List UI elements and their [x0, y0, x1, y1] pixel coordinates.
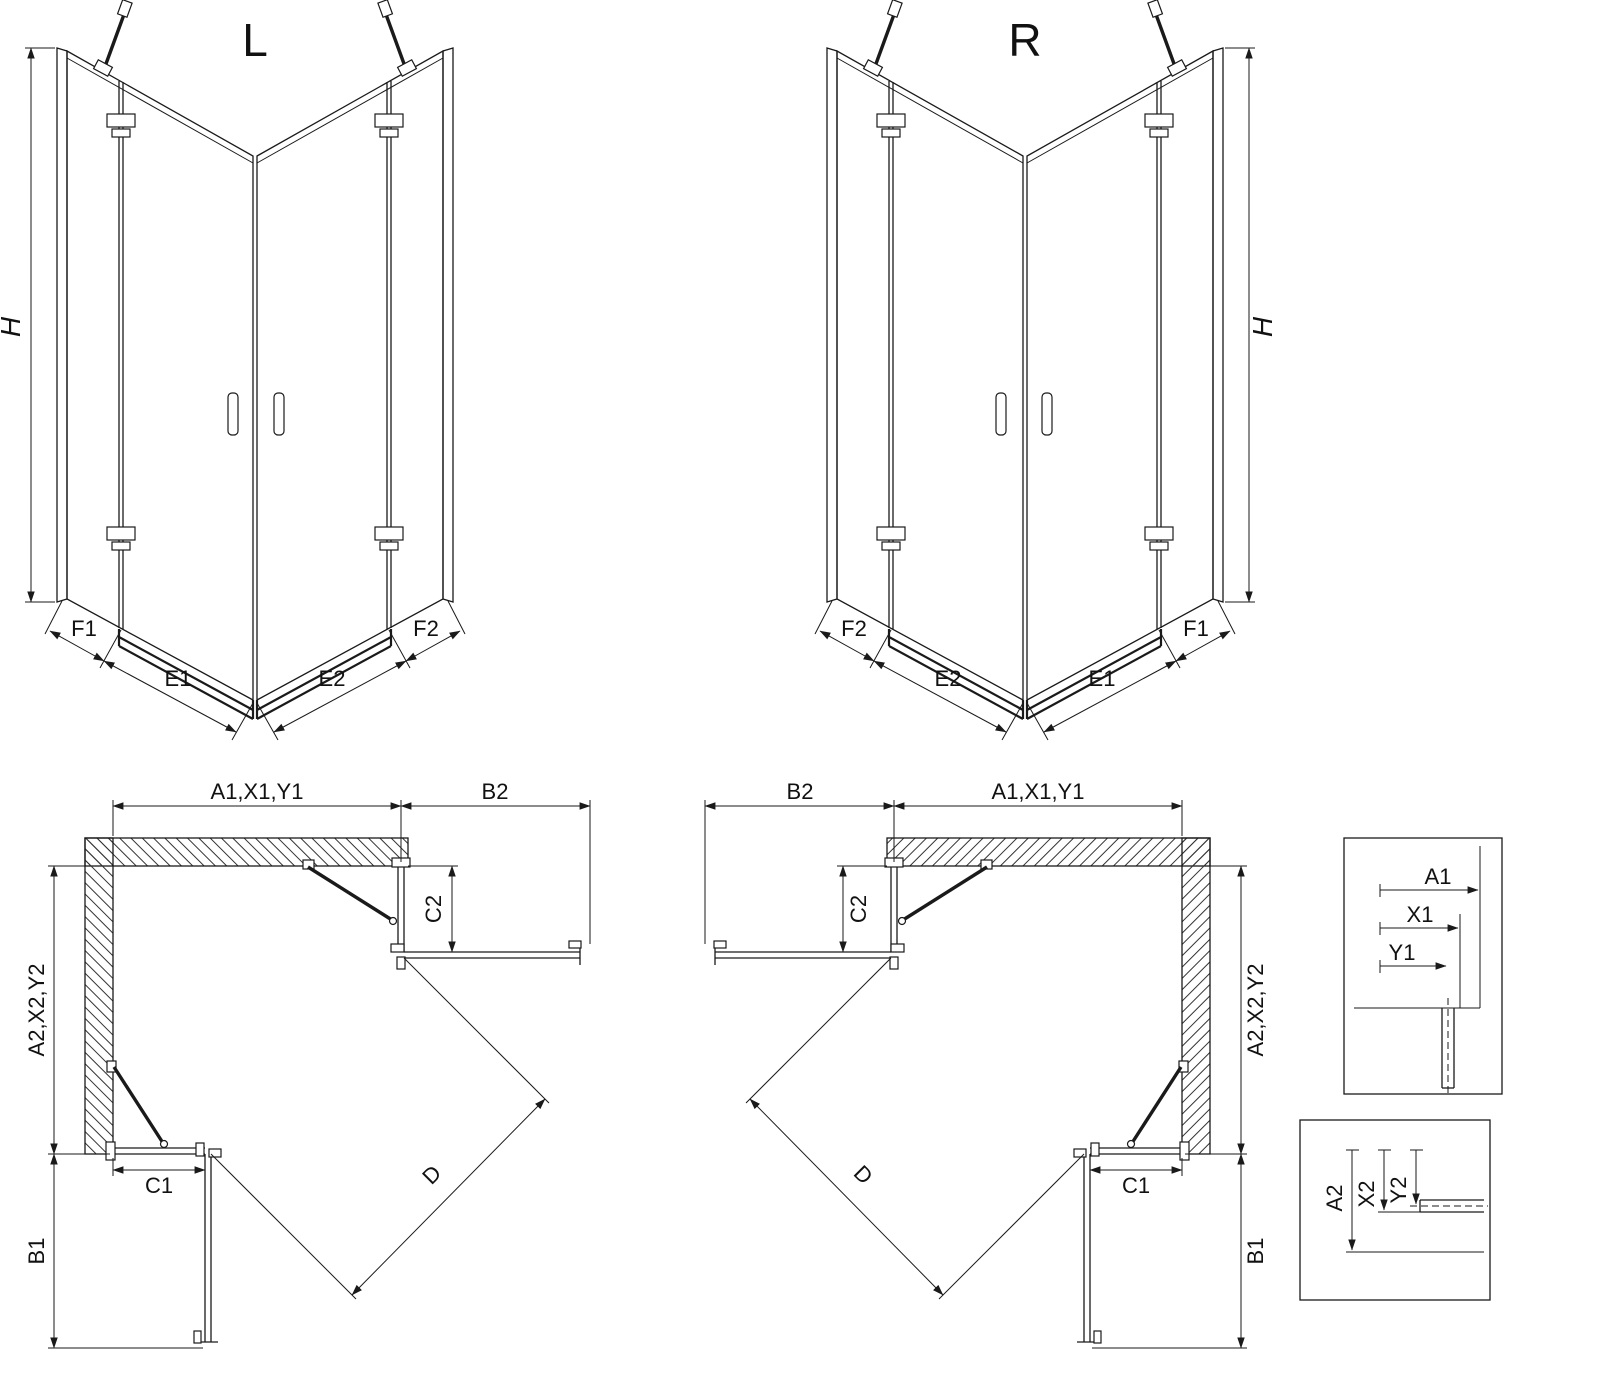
door-left-dim-label: E2	[935, 666, 962, 691]
fixed-right-dim-label: F1	[1183, 616, 1209, 641]
plan-view-right: B2 A1,X1,Y1 A2,X2,Y2 C2 C1 B1 D	[705, 779, 1268, 1348]
fixed-left-dim-label: F1	[71, 616, 97, 641]
door-right-dim-label: E2	[319, 666, 346, 691]
detail-y2-label: Y2	[1386, 1177, 1411, 1204]
fixed-right-dim-label: F2	[413, 616, 439, 641]
detail-frame	[1299, 1119, 1491, 1301]
detail-x2-label: X2	[1354, 1181, 1379, 1208]
detail-x1-label: X1	[1407, 902, 1434, 927]
plan-geometry-left	[48, 800, 590, 1348]
entry-diagonal-dim-label: D	[417, 1160, 446, 1189]
door-extension-top-dim-label: B2	[482, 779, 509, 804]
fixed-panel-bottom-dim-label: C1	[1122, 1173, 1150, 1198]
detail-a2-label: A2	[1322, 1185, 1347, 1212]
entry-diagonal-dim-label: D	[849, 1160, 878, 1189]
height-dim-label: H	[0, 316, 26, 337]
width-top-dim-label: A1,X1,Y1	[992, 779, 1085, 804]
plan-geometry-right	[705, 800, 1247, 1348]
fixed-panel-side-dim-label: C2	[846, 895, 871, 923]
fixed-panel-bottom-dim-label: C1	[145, 1173, 173, 1198]
variant-label-left: L	[242, 14, 268, 66]
door-extension-top-dim-label: B2	[787, 779, 814, 804]
glass-profile-section	[1410, 1199, 1488, 1213]
perspective-view-left: L H F1 E1 E2 F2	[0, 0, 465, 740]
perspective-view-right: R H F2 E2 E1 F1	[815, 0, 1278, 740]
detail-frame	[1343, 837, 1503, 1095]
detail-view-bottom: A2 X2 Y2	[1299, 1119, 1491, 1301]
detail-view-top: A1 X1 Y1	[1343, 837, 1503, 1095]
variant-label-right: R	[1008, 14, 1041, 66]
detail-y1-label: Y1	[1389, 940, 1416, 965]
fixed-left-dim-label: F2	[841, 616, 867, 641]
plan-view-left: A1,X1,Y1 B2 A2,X2,Y2 C2 C1 B1 D	[24, 779, 590, 1348]
depth-side-dim-label: A2,X2,Y2	[1243, 964, 1268, 1057]
door-right-dim-label: E1	[1089, 666, 1116, 691]
height-dim-label: H	[1247, 316, 1278, 337]
fixed-panel-side-dim-label: C2	[421, 895, 446, 923]
door-left-dim-label: E1	[165, 666, 192, 691]
detail-a1-label: A1	[1425, 864, 1452, 889]
width-top-dim-label: A1,X1,Y1	[211, 779, 304, 804]
door-extension-bottom-dim-label: B1	[1243, 1238, 1268, 1265]
door-extension-bottom-dim-label: B1	[24, 1238, 49, 1265]
depth-side-dim-label: A2,X2,Y2	[24, 964, 49, 1057]
glass-profile-section	[1441, 998, 1455, 1093]
